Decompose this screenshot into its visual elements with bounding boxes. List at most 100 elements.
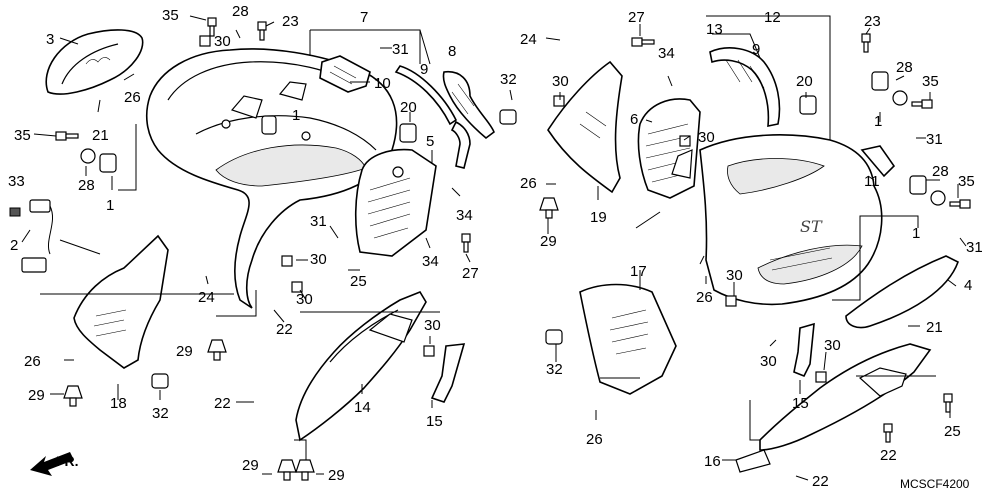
callout: 16	[704, 453, 721, 470]
callout: 30	[726, 267, 743, 284]
callout: 28	[78, 177, 95, 194]
part-15-trim-right	[793, 322, 815, 378]
callout-labels: 35 28 23 7 3 30 31 8 9 10 26 21 1 20 5 3…	[8, 3, 983, 491]
callout: 18	[110, 395, 127, 412]
part-8-trim	[442, 71, 495, 169]
part-6-vent-panel	[637, 98, 701, 199]
callout: 31	[392, 41, 409, 58]
callout: 26	[24, 353, 41, 370]
decal-text: ST	[800, 217, 823, 236]
callout: 26	[586, 431, 603, 448]
part-11-bracket	[860, 145, 896, 178]
part-10-bracket	[319, 55, 371, 93]
callout: 2	[10, 237, 18, 254]
callout: 29	[28, 387, 45, 404]
callout: 23	[282, 13, 299, 30]
callout: 29	[540, 233, 557, 250]
callout: 25	[944, 423, 961, 440]
callout: 15	[426, 413, 443, 430]
callout: 27	[462, 265, 479, 282]
callout: 1	[912, 225, 920, 242]
part-2-harness	[21, 199, 54, 273]
callout: 9	[420, 61, 428, 78]
callout: 3	[46, 31, 54, 48]
callout: 30	[824, 337, 841, 354]
part-19-inner-cover	[547, 60, 623, 194]
callout: 28	[896, 59, 913, 76]
callout: 26	[124, 89, 141, 106]
callout: 26	[696, 289, 713, 306]
callout: 1	[106, 197, 114, 214]
callout: 33	[8, 173, 25, 190]
callout: 27	[628, 9, 645, 26]
callout: 19	[590, 209, 607, 226]
callout: 21	[926, 319, 943, 336]
callout: 24	[198, 289, 215, 306]
callout: 34	[422, 253, 439, 270]
callout: 8	[448, 43, 456, 60]
callout: 14	[354, 399, 371, 416]
part-14-lower-cowl	[295, 291, 427, 442]
callout: 7	[360, 9, 368, 26]
callout: 22	[812, 473, 829, 490]
callout: 5	[426, 133, 434, 150]
callout: 30	[214, 33, 231, 50]
leader-lines	[21, 15, 967, 481]
callout: 34	[456, 207, 473, 224]
callout: 30	[424, 317, 441, 334]
callout: 29	[176, 343, 193, 360]
callout: 34	[658, 45, 675, 62]
part-9-trim-strip	[394, 65, 458, 126]
callout: 35	[922, 73, 939, 90]
part-5-inner-panel	[354, 148, 437, 257]
callout: 28	[932, 163, 949, 180]
callout: 15	[792, 395, 809, 412]
callout: 1	[292, 107, 300, 124]
callout: 6	[630, 111, 638, 128]
callout: 32	[500, 71, 517, 88]
front-direction-arrow: FR.	[30, 452, 79, 476]
callout: 4	[964, 277, 972, 294]
callout: 20	[400, 99, 417, 116]
part-17-inner-panel	[579, 283, 677, 395]
callout: 28	[232, 3, 249, 20]
part-4-side-cover	[845, 255, 959, 329]
callout: 10	[374, 75, 391, 92]
callout: 21	[92, 127, 109, 144]
callout: 35	[14, 127, 31, 144]
callout: 31	[310, 213, 327, 230]
callout: 20	[796, 73, 813, 90]
callout: 22	[880, 447, 897, 464]
callout: 30	[296, 291, 313, 308]
callout: 24	[520, 31, 537, 48]
callout: 30	[760, 353, 777, 370]
callout: 25	[350, 273, 367, 290]
callout: 12	[764, 9, 781, 26]
part-15-trim-left	[430, 343, 466, 403]
callout: 13	[706, 21, 723, 38]
part-13-trim-right	[709, 47, 781, 127]
callout: 31	[926, 131, 943, 148]
callout: 17	[630, 263, 647, 280]
hardware-group	[9, 17, 971, 481]
callout: 35	[958, 173, 975, 190]
callout: 26	[520, 175, 537, 192]
callout: 31	[966, 239, 983, 256]
callout: 1	[874, 113, 882, 130]
diagram-code: MCSCF4200	[900, 477, 970, 491]
callout: 32	[546, 361, 563, 378]
callout: 22	[214, 395, 231, 412]
callout: 22	[276, 321, 293, 338]
callout: 23	[864, 13, 881, 30]
part-12-upper-cowl-right: ST	[671, 134, 883, 306]
callout: 29	[328, 467, 345, 484]
callout: 35	[162, 7, 179, 24]
part-7-upper-cowl	[145, 48, 398, 309]
direction-label: FR.	[56, 453, 79, 469]
part-18-side-panel	[73, 234, 169, 369]
callout: 11	[864, 173, 880, 190]
callout: 29	[242, 457, 259, 474]
callout: 30	[310, 251, 327, 268]
callout: 30	[552, 73, 569, 90]
